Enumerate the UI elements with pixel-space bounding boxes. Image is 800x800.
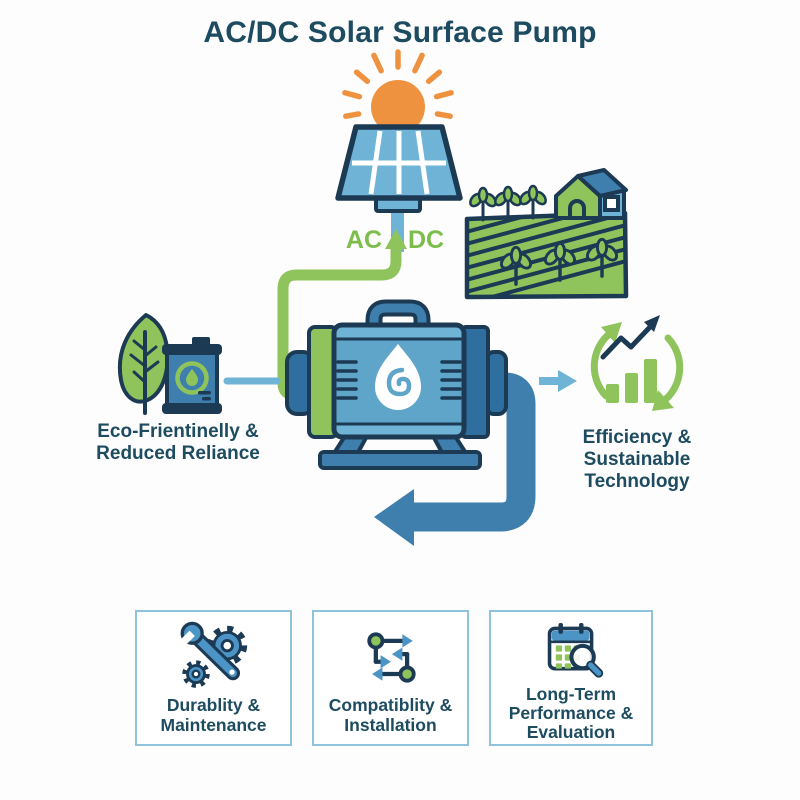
outlet-pipe [374, 372, 536, 546]
efficiency-label: Efficiency & Sustainable Technology [549, 427, 725, 493]
up-arrow-icon [385, 229, 407, 249]
right-arrow-icon [539, 370, 577, 392]
card-long-term: Long-Term Performance & Evaluation [489, 610, 653, 746]
farm-field-icon [464, 168, 629, 300]
card-durability: Durablity & Maintenance [135, 610, 292, 746]
card-compatibility-line2: Installation [344, 715, 437, 735]
oil-barrel-icon [162, 337, 222, 414]
calendar-search-icon [547, 622, 604, 678]
card-long-term-line2: Performance & [508, 702, 634, 723]
vent-lines [336, 360, 462, 400]
card-compatibility-label: Compatiblity & Installation [329, 695, 452, 735]
eco-label: Eco-Frientinelly & Reduced Reliance [70, 421, 286, 465]
ac-label: AC [345, 226, 382, 254]
growth-cycle-icon [590, 315, 684, 411]
flow-nodes-icon [366, 632, 416, 683]
card-long-term-line1: Long-Term [525, 683, 617, 704]
efficiency-label-line2: Sustainable [583, 449, 691, 470]
house-icon [554, 168, 628, 220]
card-durability-line2: Maintenance [160, 715, 267, 735]
card-compatibility-line1: Compatiblity & [328, 695, 453, 715]
page-title: AC/DC Solar Surface Pump [203, 16, 597, 49]
eco-label-line1: Eco-Frientinelly & [97, 421, 259, 442]
card-durability-label: Durablity & Maintenance [161, 695, 267, 735]
eco-source [117, 313, 281, 415]
efficiency-label-line3: Technology [584, 471, 690, 492]
water-drop-icon [375, 344, 421, 410]
water-pump-icon [285, 299, 508, 470]
leaf-icon [117, 313, 170, 415]
water-output-arrow-icon [374, 489, 414, 546]
wrench-gears-icon [177, 621, 247, 688]
dc-label: DC [408, 226, 445, 254]
eco-label-line2: Reduced Reliance [96, 443, 260, 464]
card-long-term-line3: Evaluation [526, 721, 616, 742]
card-long-term-label: Long-Term Performance & Evaluation [508, 683, 634, 742]
efficiency-label-line1: Efficiency & [582, 427, 692, 448]
solar-panel-icon [335, 124, 463, 252]
card-compatibility: Compatiblity & Installation [312, 610, 469, 746]
card-durability-line1: Durablity & [166, 695, 261, 715]
